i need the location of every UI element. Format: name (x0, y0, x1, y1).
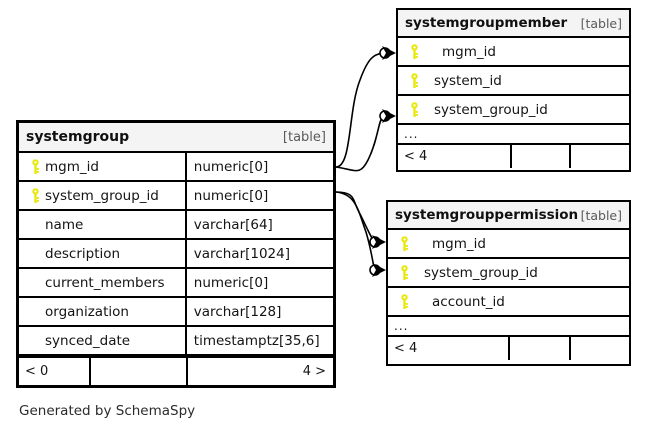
column-name-cell: name (19, 211, 185, 238)
key-icon (404, 43, 424, 60)
edge-mgm-to-member-mgm (335, 52, 384, 168)
table-systemgrouppermission[interactable]: systemgrouppermission [table] mgm_id sys… (386, 200, 631, 366)
table-row[interactable]: system_group_id (398, 96, 629, 125)
column-name-cell: mgm_id (19, 153, 185, 180)
edge-mgm-to-member-sgid (335, 115, 384, 172)
column-type-cell: varchar[128] (184, 298, 333, 325)
table-systemgroup-footer: < 0 4 > (19, 356, 333, 385)
table-systemgrouppermission-title: systemgrouppermission (395, 207, 579, 223)
column-name-cell: system_group_id (19, 182, 185, 209)
footer-children-count[interactable] (569, 145, 629, 168)
crowfoot-perm-mgm (372, 235, 386, 249)
column-type-cell: numeric[0] (184, 153, 333, 180)
column-name-text: mgm_id (442, 43, 496, 60)
key-icon (404, 72, 424, 89)
table-systemgroupmember-header: systemgroupmember [table] (398, 10, 629, 38)
column-name-text: mgm_id (432, 235, 486, 252)
table-row[interactable]: mgm_id (398, 38, 629, 67)
table-row[interactable]: system_id (398, 67, 629, 96)
column-name-text: system_group_id (45, 187, 159, 204)
optional-circle-perm-mgm (369, 236, 381, 248)
table-row[interactable]: description varchar[1024] (19, 240, 333, 269)
table-systemgroup-title: systemgroup (26, 129, 130, 145)
footer-parents-count[interactable]: < 0 (25, 364, 49, 379)
column-name-cell: account_id (388, 288, 629, 315)
table-systemgroup-header: systemgroup [table] (19, 123, 333, 153)
edge-sgid-to-perm-mgm (335, 191, 376, 243)
table-systemgroupmember-title: systemgroupmember (405, 15, 568, 31)
footer-middle-cell (510, 145, 569, 168)
column-name-text: system_group_id (434, 101, 548, 118)
key-icon (404, 101, 424, 118)
column-name-text: synced_date (45, 332, 131, 349)
footer-middle-cell (508, 337, 569, 360)
column-name-text: account_id (432, 293, 505, 310)
column-type-cell: timestamptz[35,6] (184, 327, 333, 354)
table-systemgrouppermission-footer: < 4 (388, 337, 629, 360)
column-name-text: description (45, 245, 121, 262)
table-systemgroupmember-tag: [table] (580, 15, 622, 31)
column-name-cell: organization (19, 298, 185, 325)
column-name-cell: mgm_id (398, 38, 629, 65)
column-type-cell: numeric[0] (184, 182, 333, 209)
key-icon (394, 235, 414, 252)
table-systemgroup-tag: [table] (282, 129, 326, 145)
column-name-cell: mgm_id (388, 230, 629, 257)
table-systemgroupmember-footer: < 4 (398, 145, 629, 168)
table-systemgrouppermission-header: systemgrouppermission [table] (388, 202, 629, 230)
column-name-cell: synced_date (19, 327, 185, 354)
column-name-cell: system_id (398, 67, 629, 94)
footer-middle-cell (88, 358, 186, 385)
column-type-cell: varchar[1024] (184, 240, 333, 267)
crowfoot-perm-sgid (372, 263, 386, 277)
optional-circle-member-mgm (379, 47, 391, 59)
table-row[interactable]: mgm_id (388, 230, 629, 259)
more-columns-indicator: ... (388, 317, 629, 337)
more-columns-indicator: ... (398, 125, 629, 145)
column-name-text: system_id (434, 72, 502, 89)
table-row[interactable]: account_id (388, 288, 629, 317)
table-systemgroup[interactable]: systemgroup [table] mgm_id numeric[0] sy… (16, 120, 336, 388)
column-name-text: name (45, 216, 84, 233)
crowfoot-member-mgm (382, 46, 396, 60)
column-name-cell: system_group_id (388, 259, 629, 286)
edge-sgid-to-perm-sgid (335, 191, 376, 271)
table-row[interactable]: mgm_id numeric[0] (19, 153, 333, 182)
table-row[interactable]: current_members numeric[0] (19, 269, 333, 298)
column-name-cell: current_members (19, 269, 185, 296)
generated-by-caption: Generated by SchemaSpy (19, 403, 196, 419)
table-systemgrouppermission-tag: [table] (580, 207, 622, 223)
key-icon (394, 293, 414, 310)
column-name-text: current_members (45, 274, 165, 291)
key-icon (25, 187, 45, 204)
footer-parents-count[interactable]: < 4 (404, 149, 428, 164)
footer-children-count[interactable]: 4 > (185, 358, 333, 385)
optional-circle-member-sgid (379, 110, 391, 122)
optional-circle-perm-sgid (369, 264, 381, 276)
footer-parents-count[interactable]: < 4 (394, 341, 418, 356)
table-row[interactable]: synced_date timestamptz[35,6] (19, 327, 333, 356)
key-icon (394, 264, 414, 281)
column-name-text: system_group_id (424, 264, 538, 281)
column-name-cell: system_group_id (398, 96, 629, 123)
table-systemgroupmember[interactable]: systemgroupmember [table] mgm_id system_… (396, 8, 631, 172)
column-type-cell: numeric[0] (184, 269, 333, 296)
table-row[interactable]: system_group_id numeric[0] (19, 182, 333, 211)
footer-children-count[interactable] (569, 337, 629, 360)
column-type-cell: varchar[64] (184, 211, 333, 238)
column-name-text: organization (45, 303, 129, 320)
table-row[interactable]: name varchar[64] (19, 211, 333, 240)
table-row[interactable]: organization varchar[128] (19, 298, 333, 327)
crowfoot-member-sgid (382, 109, 396, 123)
table-row[interactable]: system_group_id (388, 259, 629, 288)
key-icon (25, 158, 45, 175)
column-name-text: mgm_id (45, 158, 99, 175)
column-name-cell: description (19, 240, 185, 267)
